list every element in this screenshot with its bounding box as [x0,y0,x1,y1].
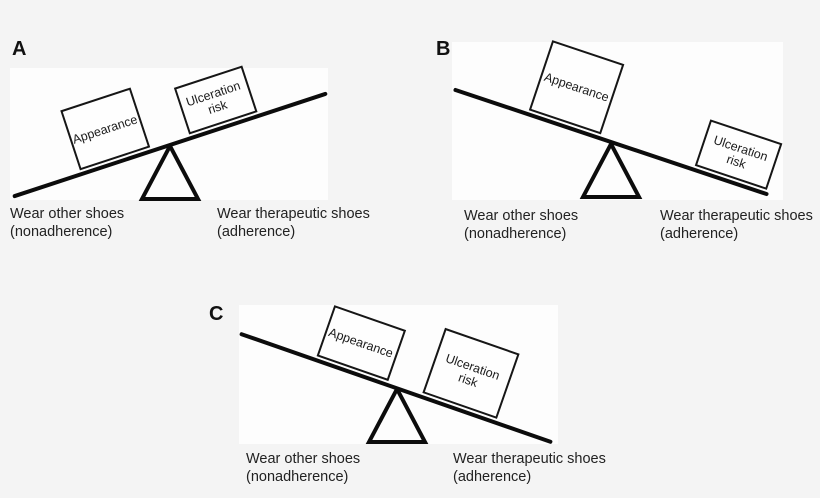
caption-line: Wear therapeutic shoes [453,451,606,467]
caption-line: (adherence) [217,223,296,240]
caption-line: Wear therapeutic shoes [217,206,370,222]
panel-a-caption-nonadherence: Wear other shoes (nonadherence) [10,206,124,241]
panel-c-caption-nonadherence: Wear other shoes (nonadherence) [246,451,360,486]
caption-line: Wear other shoes [246,451,361,467]
panel-b-caption-nonadherence: Wear other shoes (nonadherence) [464,208,578,243]
caption-line: (nonadherence) [10,223,113,240]
caption-line: (nonadherence) [246,468,349,485]
caption-line: (adherence) [453,468,532,485]
panel-b-fulcrum-triangle [579,142,643,199]
panel-a-caption-adherence: Wear therapeutic shoes (adherence) [217,206,370,241]
caption-line: Wear therapeutic shoes [660,208,813,224]
caption-line: (adherence) [660,225,739,242]
panel-c-caption-adherence: Wear therapeutic shoes (adherence) [453,451,606,486]
caption-line: (nonadherence) [464,225,567,242]
panel-b-caption-adherence: Wear therapeutic shoes (adherence) [660,208,813,243]
panel-a-label: A [12,38,27,60]
panel-b-label: B [436,38,451,60]
caption-line: Wear other shoes [10,206,125,222]
caption-line: Wear other shoes [464,208,579,224]
panel-a-fulcrum-triangle [138,144,202,201]
panel-c-fulcrum-triangle [365,387,429,444]
panel-c-label: C [209,303,224,325]
